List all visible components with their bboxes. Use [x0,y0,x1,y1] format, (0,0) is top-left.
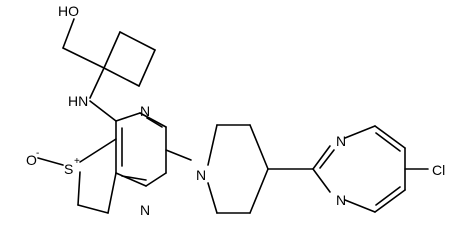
pyrimidine-n-top-label: N [140,103,150,119]
bond-n3-c2-double [146,117,163,128]
piperidine-n-label: N [196,167,206,183]
bond-c7a-c4a [115,172,147,187]
bond-ch2-c7a [107,172,117,214]
sulfur-charge-label: + [74,156,80,167]
sulfur-label: S [64,161,73,177]
bond-pyr-6 [344,199,376,213]
bond-s-ch2 [77,171,81,206]
hydroxyl-label: HO [58,3,79,19]
chlorine-label: Cl [432,162,445,178]
amine-label: HN [68,93,88,109]
bond-pip-6 [207,182,218,214]
bond-pip-3 [249,124,269,170]
bond-pyr-3 [374,125,406,149]
bond-pip-4 [249,168,269,214]
bond-c4-n3 [115,112,141,122]
atom-labels: HO HN N N N N N Cl S + O - [26,3,445,218]
bond-c7a-c4a-double [121,175,147,181]
bond-s-o [37,157,64,166]
chloropyrimidine-n-bottom-label: N [336,192,346,208]
bond-ch2-ch2 [77,204,109,214]
bond-cyclobutane-1 [103,31,121,69]
chloropyrimidine-n-top-label: N [336,133,346,149]
bond-oh-ch2 [62,18,75,49]
bond-lines [37,18,429,214]
bond-pyr-7 [312,168,331,193]
bond-ch2-cq [62,47,105,69]
bond-c2-npip [165,149,192,161]
oxide-label: O [26,152,37,168]
oxide-charge-label: - [36,148,39,159]
bond-n3-c2 [139,112,167,128]
bond-cyclobutane-2 [119,31,156,51]
bond-cq-nh [89,67,105,99]
bond-pyr-5 [374,189,406,213]
pyrimidine-n-bottom-label: N [140,202,150,218]
bond-cyclobutane-4 [103,67,140,87]
bond-cyclobutane-3 [138,49,156,87]
bond-pyr-3-double [375,132,401,152]
bond-n1-c7a [145,172,167,187]
bond-pyr-1 [312,145,331,170]
bond-pyr-1-double [319,149,335,169]
bond-pyr-5-double [375,186,401,206]
bond-nh-c4 [89,100,117,122]
bond-pip-1 [207,124,218,166]
bond-c4a-s [79,138,117,163]
bond-pyr-2 [344,125,376,139]
